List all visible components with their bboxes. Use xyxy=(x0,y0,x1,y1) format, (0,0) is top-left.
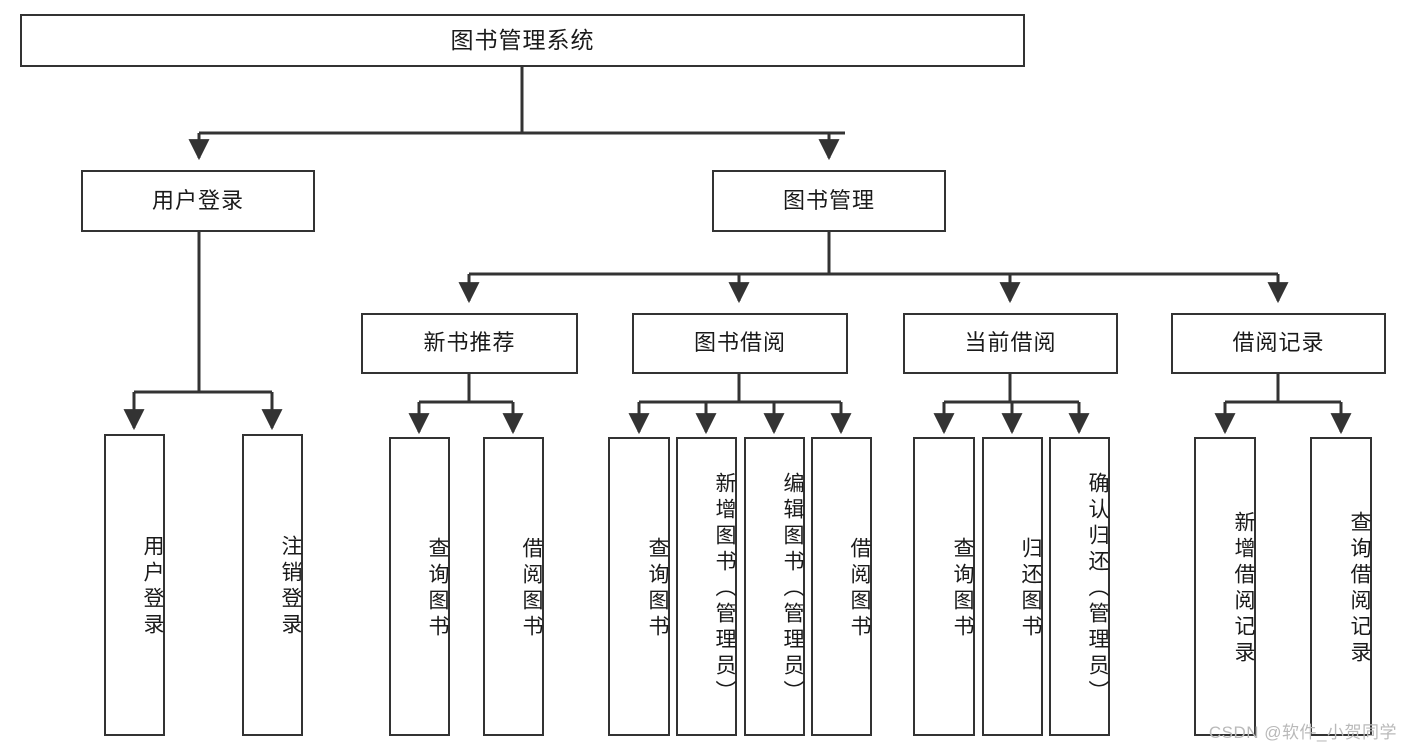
node-label: 借阅记录 xyxy=(1232,330,1325,356)
node-leaf-add-book[interactable]: 新增图书（管理员） xyxy=(676,437,737,736)
node-new-book-rec[interactable]: 新书推荐 xyxy=(361,313,578,374)
node-label: 用户登录 xyxy=(151,187,244,213)
node-label: 注销登录 xyxy=(279,535,302,639)
node-leaf-add-record[interactable]: 新增借阅记录 xyxy=(1194,437,1256,736)
node-label: 图书借阅 xyxy=(693,330,786,356)
node-book-manage[interactable]: 图书管理 xyxy=(712,170,946,232)
node-label: 查询图书 xyxy=(646,536,669,641)
node-leaf-return-book[interactable]: 归还图书 xyxy=(982,437,1043,736)
node-leaf-borrow-book-1[interactable]: 借阅图书 xyxy=(483,437,544,736)
node-leaf-query-record[interactable]: 查询借阅记录 xyxy=(1310,437,1372,736)
node-leaf-confirm-return[interactable]: 确认归还（管理员） xyxy=(1049,437,1110,736)
node-label: 新增借阅记录 xyxy=(1232,510,1255,667)
node-label: 查询借阅记录 xyxy=(1348,510,1371,667)
node-label: 查询图书 xyxy=(951,536,974,641)
node-root-system[interactable]: 图书管理系统 xyxy=(20,14,1025,67)
node-leaf-edit-book[interactable]: 编辑图书（管理员） xyxy=(744,437,805,736)
node-label: 图书管理 xyxy=(782,187,875,213)
node-label: 用户登录 xyxy=(141,535,164,639)
node-label: 借阅图书 xyxy=(520,536,543,641)
node-label: 借阅图书 xyxy=(848,536,871,641)
node-leaf-query-book-1[interactable]: 查询图书 xyxy=(389,437,450,736)
node-label: 编辑图书（管理员） xyxy=(781,471,804,706)
node-leaf-user-login[interactable]: 用户登录 xyxy=(104,434,165,736)
node-book-borrow[interactable]: 图书借阅 xyxy=(632,313,848,374)
node-label: 图书管理系统 xyxy=(450,26,595,53)
node-leaf-logout-login[interactable]: 注销登录 xyxy=(242,434,303,736)
node-borrow-record[interactable]: 借阅记录 xyxy=(1171,313,1386,374)
node-label: 确认归还（管理员） xyxy=(1086,471,1109,706)
node-leaf-query-book-3[interactable]: 查询图书 xyxy=(913,437,975,736)
node-leaf-borrow-book-2[interactable]: 借阅图书 xyxy=(811,437,872,736)
node-user-login[interactable]: 用户登录 xyxy=(81,170,315,232)
node-label: 查询图书 xyxy=(426,536,449,641)
node-label: 归还图书 xyxy=(1019,536,1042,641)
csdn-watermark: CSDN @软件_小贺同学 xyxy=(1208,723,1397,742)
node-current-borrow[interactable]: 当前借阅 xyxy=(903,313,1118,374)
node-leaf-query-book-2[interactable]: 查询图书 xyxy=(608,437,670,736)
node-label: 新书推荐 xyxy=(423,330,516,356)
node-label: 当前借阅 xyxy=(964,330,1057,356)
node-label: 新增图书（管理员） xyxy=(713,471,736,706)
